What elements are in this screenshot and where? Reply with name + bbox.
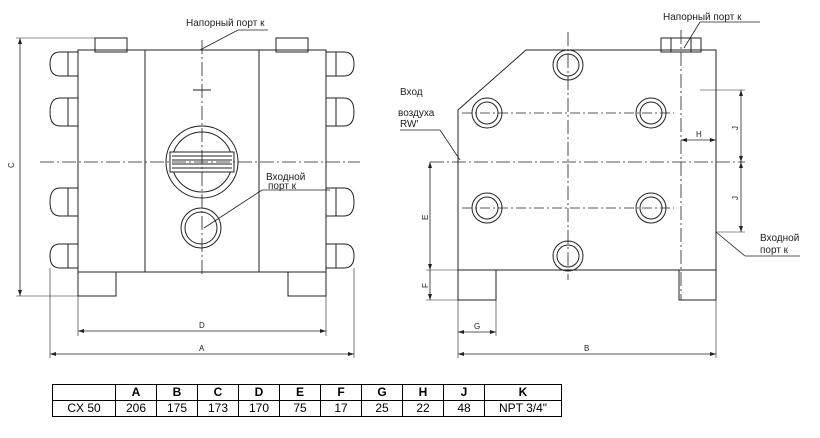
table-header-cell: J — [443, 384, 485, 401]
table-cell: 25 — [361, 400, 403, 417]
table-header-cell: E — [279, 384, 321, 401]
dim-g: G — [474, 322, 480, 331]
table-corner — [52, 384, 116, 401]
table-header-cell: D — [238, 384, 280, 401]
table-header-cell: G — [361, 384, 403, 401]
dim-e: E — [421, 215, 430, 220]
label-inlet-port-left-2: порт к — [268, 181, 297, 192]
table-row: CX 50 206 175 173 170 75 17 25 22 48 NPT… — [52, 400, 562, 417]
table-cell: 75 — [279, 400, 321, 417]
dimensions-table: A B C D E F G H J K CX 50 206 175 173 17… — [52, 384, 562, 417]
label-pressure-port-right: Напорный порт к — [663, 12, 742, 23]
front-view — [16, 29, 360, 358]
table-cell: 173 — [197, 400, 239, 417]
table-header-cell: K — [484, 384, 562, 401]
table-cell: NPT 3/4" — [484, 400, 562, 417]
bottom-foot-right — [287, 271, 327, 297]
side-foot-left — [457, 269, 497, 301]
dim-b: B — [584, 344, 589, 353]
dim-j-upper: J — [731, 126, 740, 130]
side-view — [400, 21, 800, 358]
dim-h: H — [696, 130, 702, 139]
table-cell: 170 — [238, 400, 280, 417]
side-foot-right — [678, 269, 717, 301]
bottom-foot-left — [77, 271, 117, 297]
dim-d: D — [199, 321, 205, 330]
table-header-cell: F — [320, 384, 362, 401]
label-pressure-port-left: Напорный порт к — [186, 18, 265, 29]
table-cell: 22 — [402, 400, 444, 417]
table-header-cell: B — [156, 384, 198, 401]
dim-f: F — [421, 283, 430, 288]
top-foot-left — [94, 37, 128, 53]
table-cell: 48 — [443, 400, 485, 417]
label-air-inlet-1: Вход — [400, 87, 423, 98]
dim-a: A — [199, 344, 205, 353]
table-header-cell: C — [197, 384, 239, 401]
label-air-inlet-3: RW' — [400, 119, 418, 130]
side-body — [457, 49, 717, 271]
label-air-inlet-2: воздуха — [398, 108, 435, 119]
table-header-row: A B C D E F G H J K — [52, 384, 562, 401]
table-header-cell: A — [115, 384, 157, 401]
table-row-label: CX 50 — [52, 400, 116, 417]
inlet-port-circle — [180, 207, 222, 249]
top-foot-right — [275, 37, 309, 53]
dim-c: C — [7, 162, 16, 168]
table-cell: 17 — [320, 400, 362, 417]
dim-j-lower: J — [731, 196, 740, 200]
table-cell: 206 — [115, 400, 157, 417]
table-cell: 175 — [156, 400, 198, 417]
table-header-cell: H — [402, 384, 444, 401]
label-inlet-port-left-1: Входной — [266, 172, 305, 183]
label-inlet-port-right-2: порт к — [760, 245, 789, 256]
label-inlet-port-right-1: Входной — [760, 233, 799, 244]
